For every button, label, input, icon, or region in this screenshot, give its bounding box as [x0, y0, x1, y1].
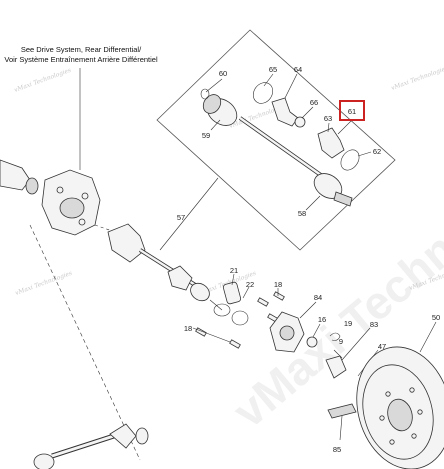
diff-bolt — [56, 186, 64, 194]
leader-22 — [242, 286, 250, 299]
leader-64 — [284, 73, 298, 99]
hub-nut — [306, 336, 318, 348]
callout-57[interactable]: 57 — [177, 213, 185, 222]
driveshaft-inner-joint — [107, 223, 146, 263]
callout-18-top[interactable]: 18 — [274, 280, 282, 289]
left-axle-boot — [0, 159, 31, 191]
header-line-1: See Drive System, Rear Differential/ — [21, 45, 142, 54]
callout-50[interactable]: 50 — [432, 313, 440, 322]
wheel-rim-center — [387, 398, 413, 432]
left-axle-flange — [25, 177, 39, 195]
small-clamp — [294, 116, 306, 128]
header-line-2: Voir Système Entraînement Arrière Différ… — [4, 55, 158, 64]
hub-cap — [325, 355, 347, 379]
differential-cover — [59, 197, 85, 219]
callout-47[interactable]: 47 — [378, 342, 386, 351]
outer-clamp — [340, 149, 360, 171]
inner-cv-joint-cup — [202, 94, 222, 114]
leader-65 — [263, 73, 274, 87]
bearing — [222, 281, 242, 305]
diff-bolt — [78, 218, 86, 226]
inset-frame — [156, 29, 396, 251]
callout-21[interactable]: 21 — [230, 266, 238, 275]
boot-clamp — [252, 82, 274, 104]
shaft-stub — [209, 299, 223, 311]
callout-65[interactable]: 65 — [269, 65, 277, 74]
prop-shaft-u-joint — [109, 423, 137, 449]
axle-shaft-highlight — [239, 117, 326, 179]
leader-84 — [299, 301, 317, 319]
rim-hole — [385, 391, 391, 397]
driveshaft-boot — [167, 265, 193, 291]
leader-21 — [231, 273, 235, 286]
cotter-pin — [329, 332, 341, 341]
hub-bolt — [229, 339, 241, 349]
callout-18-left[interactable]: 18 — [184, 324, 192, 333]
rim-hole — [389, 439, 395, 445]
rim-hole — [409, 387, 415, 393]
rim-tag — [327, 403, 357, 419]
leader-18b — [192, 327, 231, 343]
callout-62[interactable]: 62 — [373, 147, 381, 156]
driveshaft-outer-joint — [190, 282, 210, 302]
leader-16 — [312, 323, 321, 338]
callout-58[interactable]: 58 — [298, 209, 306, 218]
driveshaft-highlight — [139, 248, 201, 290]
leader-83 — [341, 327, 371, 361]
callout-60[interactable]: 60 — [219, 69, 227, 78]
callout-59[interactable]: 59 — [202, 131, 210, 140]
watermark: vMaxi Technologies — [13, 67, 72, 94]
dashed-link — [29, 224, 141, 461]
hub-bolt — [257, 297, 269, 307]
outer-boot — [317, 127, 345, 159]
callout-9[interactable]: 9 — [339, 337, 343, 346]
leader-61 — [337, 119, 353, 135]
callout-61[interactable]: 61 — [348, 107, 356, 116]
watermark: vMaxi Technologies — [390, 65, 444, 92]
hub-bolt — [273, 291, 285, 301]
callout-16[interactable]: 16 — [318, 315, 326, 324]
diff-bolt — [81, 192, 89, 200]
prop-shaft-yoke — [33, 453, 55, 469]
rim-hole — [417, 409, 423, 415]
callout-63[interactable]: 63 — [324, 114, 332, 123]
callout-83[interactable]: 83 — [370, 320, 378, 329]
prop-shaft-end — [135, 427, 149, 445]
callout-85[interactable]: 85 — [333, 445, 341, 454]
watermark: vMaxi Technologies — [14, 270, 73, 297]
leader-85 — [339, 415, 343, 441]
circlip-ring — [200, 88, 210, 100]
leader-63 — [327, 122, 330, 133]
leader-58 — [305, 195, 321, 211]
hub-bolt — [195, 327, 207, 337]
rim-hole — [379, 415, 385, 421]
callout-66[interactable]: 66 — [310, 98, 318, 107]
leader-66 — [301, 106, 314, 119]
leader-9 — [333, 349, 343, 359]
inner-boot — [271, 97, 299, 127]
leader-59 — [210, 119, 221, 131]
callout-19[interactable]: 19 — [344, 319, 352, 328]
leader-62 — [357, 151, 372, 157]
rim-hole — [411, 433, 417, 439]
callout-64[interactable]: 64 — [294, 65, 302, 74]
highlight-box-61 — [339, 100, 365, 121]
prop-shaft-highlight — [51, 432, 121, 458]
outer-cv-stub — [333, 191, 353, 207]
leader-50 — [419, 321, 437, 353]
callout-22[interactable]: 22 — [246, 280, 254, 289]
callout-84[interactable]: 84 — [314, 293, 322, 302]
seal-ring — [213, 303, 231, 317]
leader-60 — [205, 78, 223, 93]
retaining-ring — [231, 310, 249, 326]
wheel-hub-center — [279, 325, 295, 341]
inset-link-line — [159, 177, 219, 251]
